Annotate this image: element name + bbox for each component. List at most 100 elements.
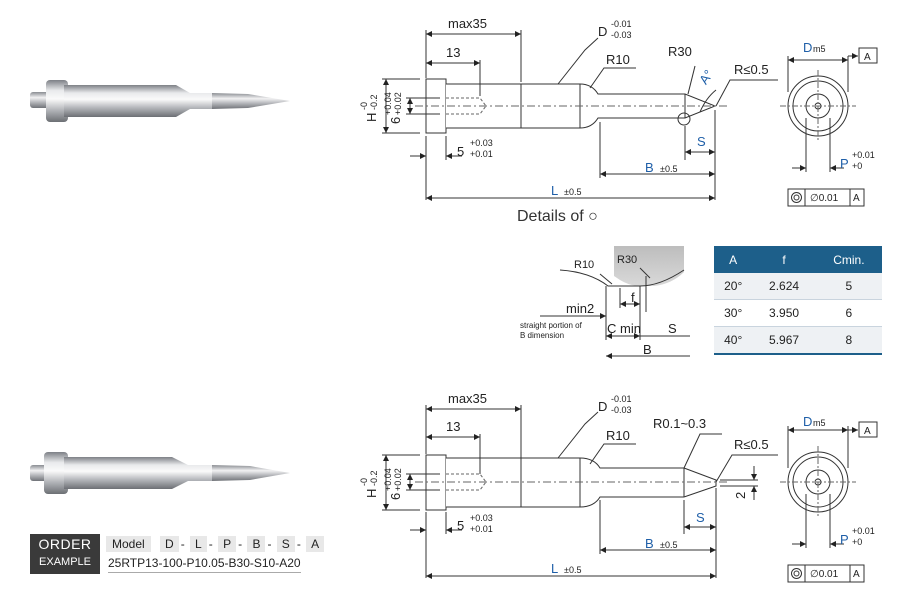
dim-B: B bbox=[645, 160, 654, 175]
side-view-top-labels: max35 13 D -0.01 -0.03 R10 R30 A° R≤0.5 … bbox=[359, 16, 769, 198]
order-separator: - bbox=[208, 537, 213, 551]
end-top-conc-value: ∅0.01 bbox=[810, 193, 839, 204]
dim-L: L bbox=[551, 183, 558, 198]
end-view-top bbox=[780, 47, 878, 207]
dim-Rle05: R≤0.5 bbox=[734, 62, 769, 77]
end-top-P: P bbox=[840, 156, 849, 171]
bot-dim-5: 5 bbox=[457, 518, 464, 533]
table-cell: 8 bbox=[815, 326, 882, 355]
dim-H-tol-dn: -0.2 bbox=[369, 94, 379, 110]
end-bot-D: D bbox=[803, 414, 812, 429]
table-cell: 5 bbox=[815, 273, 882, 300]
detail-note-2: B dimension bbox=[520, 331, 564, 340]
end-bot-m5: m5 bbox=[813, 418, 826, 428]
dim-13: 13 bbox=[446, 45, 460, 60]
order-separator: - bbox=[238, 537, 243, 551]
detail-f: f bbox=[631, 290, 635, 305]
dim-5-tol-dn: +0.01 bbox=[470, 149, 493, 159]
order-example-code: 25RTP13-100-P10.05-B30-S10-A20 bbox=[108, 556, 301, 573]
bot-dim-6: 6 bbox=[388, 493, 403, 500]
table-header-f: f bbox=[752, 246, 816, 273]
dim-5-tol-up: +0.03 bbox=[470, 138, 493, 148]
end-bot-conc-datum: A bbox=[853, 569, 860, 580]
dim-6-tol-up: +0.04 bbox=[383, 92, 393, 115]
dim-S: S bbox=[697, 134, 706, 149]
details-title: Details of ○ bbox=[517, 208, 598, 225]
detail-note-1: straight portion of bbox=[520, 321, 583, 330]
order-example-tag: ORDER EXAMPLE bbox=[30, 534, 100, 574]
bot-dim-L: L bbox=[551, 561, 558, 576]
bot-dim-6-tol-up: +0.04 bbox=[383, 468, 393, 491]
end-bot-P-tol-dn: +0 bbox=[852, 537, 862, 547]
bot-dim-H: H bbox=[364, 489, 379, 498]
bot-dim-L-tol: ±0.5 bbox=[564, 565, 581, 575]
table-cell: 20° bbox=[714, 273, 753, 300]
end-bot-conc-value: ∅0.01 bbox=[810, 569, 839, 580]
order-field-L: L bbox=[190, 536, 207, 552]
order-field-A: A bbox=[306, 536, 325, 552]
order-model-row: Model D- L- P- B- S- A bbox=[106, 536, 326, 552]
dim-R10: R10 bbox=[606, 52, 630, 67]
order-model-label: Model bbox=[106, 536, 151, 552]
order-separator: - bbox=[267, 537, 272, 551]
table-header-Cmin: Cmin. bbox=[815, 246, 882, 273]
table-row: 40° 5.967 8 bbox=[714, 326, 882, 355]
bot-dim-R01-03: R0.1~0.3 bbox=[653, 416, 706, 431]
pin-photo-top bbox=[30, 80, 290, 122]
order-field-B: B bbox=[247, 536, 266, 552]
bot-dim-5-tol-up: +0.03 bbox=[470, 513, 493, 523]
dim-max35: max35 bbox=[448, 16, 487, 31]
bot-dim-max35: max35 bbox=[448, 391, 487, 406]
table-row: 30° 3.950 6 bbox=[714, 299, 882, 327]
table-cell: 5.967 bbox=[752, 326, 816, 355]
side-view-bottom-labels: max35 13 D -0.01 -0.03 R0.1~0.3 R10 R≤0.… bbox=[359, 391, 769, 576]
table-cell: 40° bbox=[714, 326, 753, 355]
dim-B-tol: ±0.5 bbox=[660, 164, 677, 174]
bot-dim-B: B bbox=[645, 536, 654, 551]
end-view-top-labels: D m5 A P +0.01 +0 ∅0.01 A bbox=[803, 40, 875, 204]
bot-dim-H-tol-dn: -0.2 bbox=[369, 470, 379, 486]
table-cell: 3.950 bbox=[752, 299, 816, 327]
detail-S: S bbox=[668, 321, 677, 336]
end-top-D: D bbox=[803, 40, 812, 55]
bot-dim-D-tol-up: -0.01 bbox=[611, 394, 632, 404]
table-header-A: A bbox=[714, 246, 753, 273]
bot-dim-2: 2 bbox=[733, 492, 748, 499]
table-row: 20° 2.624 5 bbox=[714, 273, 882, 300]
dim-A-angle: A° bbox=[696, 67, 716, 87]
bot-dim-D: D bbox=[598, 399, 607, 414]
end-bot-P-tol-up: +0.01 bbox=[852, 526, 875, 536]
dim-R30: R30 bbox=[668, 44, 692, 59]
dim-H-tol-up: -0 bbox=[359, 102, 369, 110]
dim-6-tol-dn: +0.02 bbox=[393, 92, 403, 115]
dim-D-tol-dn: -0.03 bbox=[611, 30, 632, 40]
detail-B: B bbox=[643, 342, 652, 357]
bot-dim-H-tol-up: -0 bbox=[359, 478, 369, 486]
bot-dim-5-tol-dn: +0.01 bbox=[470, 524, 493, 534]
bot-dim-13: 13 bbox=[446, 419, 460, 434]
bot-dim-B-tol: ±0.5 bbox=[660, 540, 677, 550]
bot-dim-S: S bbox=[696, 510, 705, 525]
end-view-bottom bbox=[780, 421, 878, 583]
side-view-top bbox=[382, 30, 778, 201]
order-field-D: D bbox=[160, 536, 179, 552]
end-top-conc-datum: A bbox=[853, 193, 860, 204]
bot-dim-D-tol-dn: -0.03 bbox=[611, 405, 632, 415]
detail-R10: R10 bbox=[574, 259, 594, 271]
table-cell: 6 bbox=[815, 299, 882, 327]
end-view-bottom-labels: D m5 A P +0.01 +0 ∅0.01 A bbox=[803, 414, 875, 580]
end-top-P-tol-up: +0.01 bbox=[852, 150, 875, 160]
order-field-P: P bbox=[218, 536, 237, 552]
pin-photo-bottom bbox=[30, 452, 290, 494]
table-header-row: A f Cmin. bbox=[714, 246, 882, 273]
detail-view-labels: R10 R30 f min2 straight portion of B dim… bbox=[520, 254, 677, 357]
detail-Cmin: C min bbox=[607, 321, 641, 336]
dim-L-tol: ±0.5 bbox=[564, 187, 581, 197]
angle-spec-table: A f Cmin. 20° 2.624 5 30° 3.950 6 40° 5.… bbox=[714, 246, 882, 355]
order-separator: - bbox=[296, 537, 301, 551]
bot-dim-6-tol-dn: +0.02 bbox=[393, 468, 403, 491]
dim-5: 5 bbox=[457, 144, 464, 159]
detail-min2: min2 bbox=[566, 301, 594, 316]
end-top-P-tol-dn: +0 bbox=[852, 161, 862, 171]
